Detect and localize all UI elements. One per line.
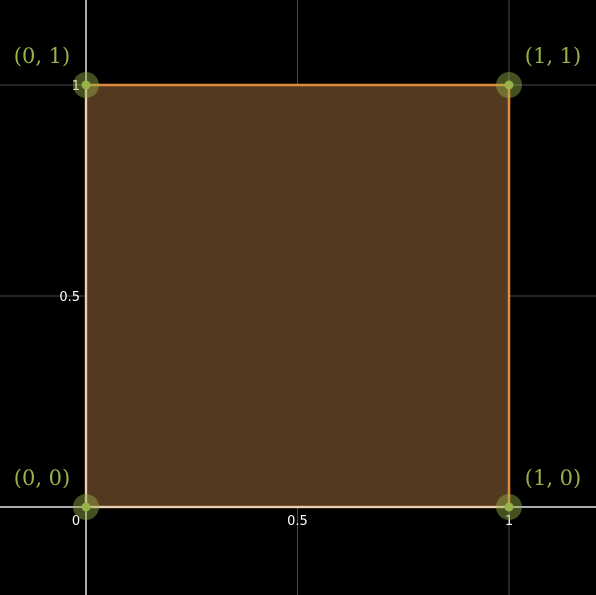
point-label: (0, 1) [14,44,70,68]
y-tick-label: 1 [72,79,80,94]
points [73,72,522,520]
point-marker [81,80,91,90]
y-tick-label: 0.5 [59,290,80,305]
point-marker [504,502,514,512]
unit-square-region [84,83,511,509]
point-label: (1, 0) [525,466,581,490]
point-labels: (0, 1) (1, 1) (0, 0) (1, 0) [14,44,581,490]
point-marker [504,80,514,90]
point-label: (1, 1) [525,44,581,68]
x-tick-label: 0.5 [287,514,308,529]
unit-square [84,83,511,509]
x-tick-label: 0 [72,514,80,529]
point-label: (0, 0) [14,466,70,490]
point-marker [81,502,91,512]
tick-labels: 0 0.5 1 0.5 1 [59,79,513,529]
x-tick-label: 1 [505,514,513,529]
